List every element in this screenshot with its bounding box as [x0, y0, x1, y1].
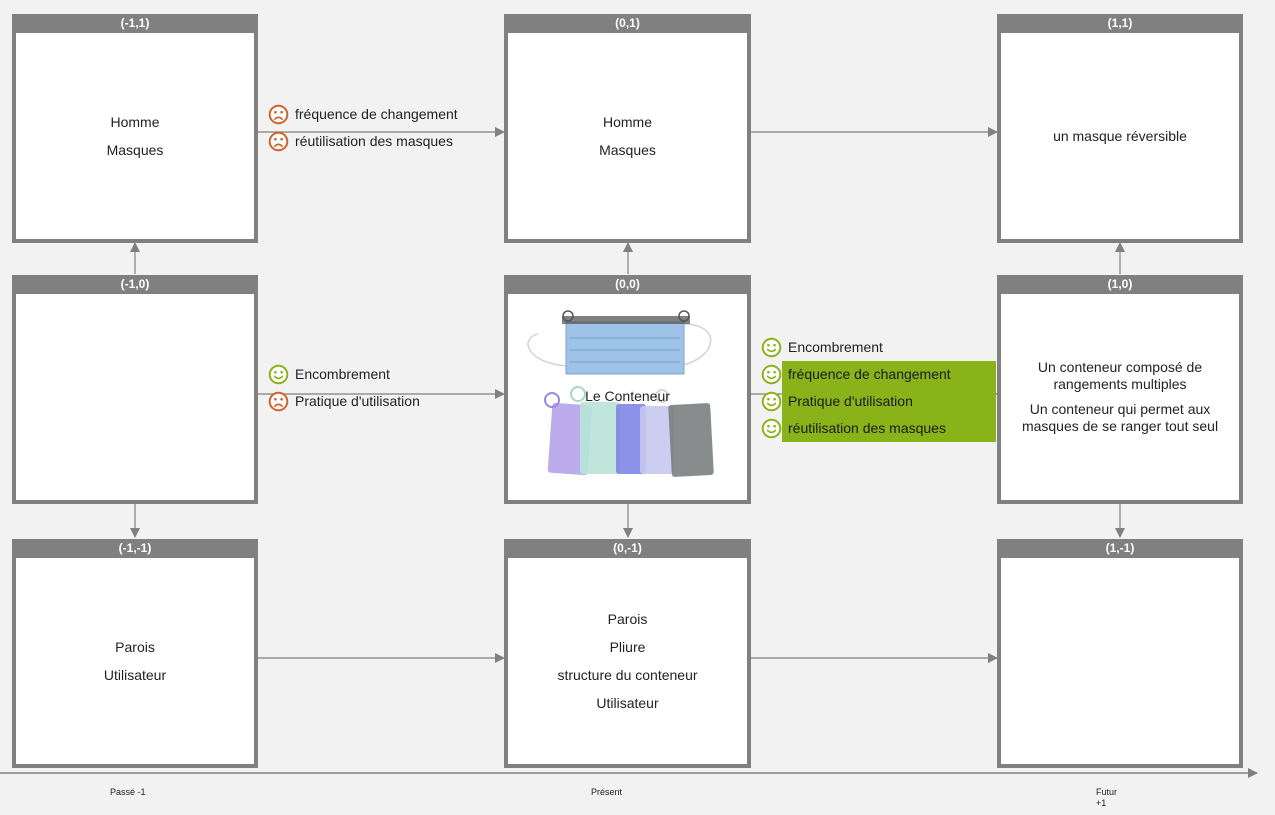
box-paragraph: Un conteneur composé de rangements multi… [1037, 359, 1203, 392]
box-content: Parois Pliure structure du conteneur Uti… [508, 558, 747, 764]
transition-label-text: Pratique d'utilisation [782, 388, 996, 415]
transition-label-text: Pratique d'utilisation [295, 393, 420, 409]
mask-container-image [527, 310, 714, 477]
box-1-minus1[interactable]: (1,-1) [997, 539, 1243, 768]
transition-labels-mid-left: Encombrement Pratique d'utilisation [268, 361, 420, 415]
box-header: (-1,0) [12, 275, 258, 294]
box-paragraph: Un conteneur qui permet aux masques de s… [1021, 401, 1219, 434]
box-line: Utilisateur [103, 667, 167, 683]
happy-face-icon [761, 337, 782, 358]
axis-label-future: Futur +1 [1096, 787, 1117, 809]
transition-label[interactable]: réutilisation des masques [761, 415, 996, 442]
transition-labels-mid-right: Encombrement fréquence de changement Pra… [761, 334, 996, 442]
transition-label[interactable]: réutilisation des masques [268, 128, 458, 155]
box-content [1001, 558, 1239, 764]
happy-face-icon [761, 391, 782, 412]
box-header: (-1,1) [12, 14, 258, 33]
box-1-1[interactable]: (1,1) un masque réversible [997, 14, 1243, 243]
axis-label-future-line2: +1 [1096, 798, 1107, 808]
box-line: Parois [607, 611, 648, 627]
box-minus1-minus1[interactable]: (-1,-1) Parois Utilisateur [12, 539, 258, 768]
box-title: Le Conteneur [585, 388, 670, 404]
box-line: structure du conteneur [557, 667, 698, 683]
box-minus1-0[interactable]: (-1,0) [12, 275, 258, 504]
transition-label[interactable]: fréquence de changement [761, 361, 996, 388]
transition-labels-top-left: fréquence de changement réutilisation de… [268, 101, 458, 155]
transition-label-text: fréquence de changement [782, 361, 996, 388]
box-content: Un conteneur composé de rangements multi… [1001, 294, 1239, 500]
transition-label[interactable]: Encombrement [268, 361, 420, 388]
happy-face-icon [268, 364, 289, 385]
box-header: (1,0) [997, 275, 1243, 294]
box-1-0[interactable]: (1,0) Un conteneur composé de rangements… [997, 275, 1243, 504]
happy-face-icon [761, 418, 782, 439]
box-0-0[interactable]: (0,0) Le Conteneur [504, 275, 751, 504]
box-header: (-1,-1) [12, 539, 258, 558]
box-line: Homme [602, 114, 652, 130]
box-0-1[interactable]: (0,1) Homme Masques [504, 14, 751, 243]
box-line: Pliure [609, 639, 646, 655]
transition-label[interactable]: fréquence de changement [268, 101, 458, 128]
box-line: Masques [599, 142, 656, 158]
box-header: (0,0) [504, 275, 751, 294]
transition-label[interactable]: Encombrement [761, 334, 996, 361]
transition-label-text: réutilisation des masques [782, 415, 996, 442]
box-line: Masques [106, 142, 164, 158]
axis-label-past: Passé -1 [110, 787, 146, 797]
box-header: (1,1) [997, 14, 1243, 33]
box-content [16, 294, 254, 500]
box-content: un masque réversible [1001, 33, 1239, 239]
box-header: (0,1) [504, 14, 751, 33]
transition-label-text: réutilisation des masques [295, 133, 453, 149]
box-content: Homme Masques [16, 33, 254, 239]
sad-face-icon [268, 391, 289, 412]
transition-label-text: fréquence de changement [295, 106, 458, 122]
box-header: (1,-1) [997, 539, 1243, 558]
box-header: (0,-1) [504, 539, 751, 558]
box-content: Parois Utilisateur [16, 558, 254, 764]
box-line: Parois [115, 639, 155, 655]
axis-label-future-line1: Futur [1096, 787, 1118, 797]
transition-label[interactable]: Pratique d'utilisation [268, 388, 420, 415]
transition-label-text: Encombrement [295, 366, 390, 382]
axis-label-present: Présent [591, 787, 623, 797]
box-content: Homme Masques [508, 33, 747, 239]
sad-face-icon [268, 104, 289, 125]
box-0-minus1[interactable]: (0,-1) Parois Pliure structure du conten… [504, 539, 751, 768]
box-line: Homme [110, 114, 160, 130]
box-line: Utilisateur [596, 695, 659, 711]
transition-label[interactable]: Pratique d'utilisation [761, 388, 996, 415]
transition-label-text: Encombrement [788, 339, 883, 355]
happy-face-icon [761, 364, 782, 385]
box-content: Le Conteneur [508, 294, 747, 500]
sad-face-icon [268, 131, 289, 152]
box-minus1-1[interactable]: (-1,1) Homme Masques [12, 14, 258, 243]
box-line: un masque réversible [1053, 128, 1187, 144]
